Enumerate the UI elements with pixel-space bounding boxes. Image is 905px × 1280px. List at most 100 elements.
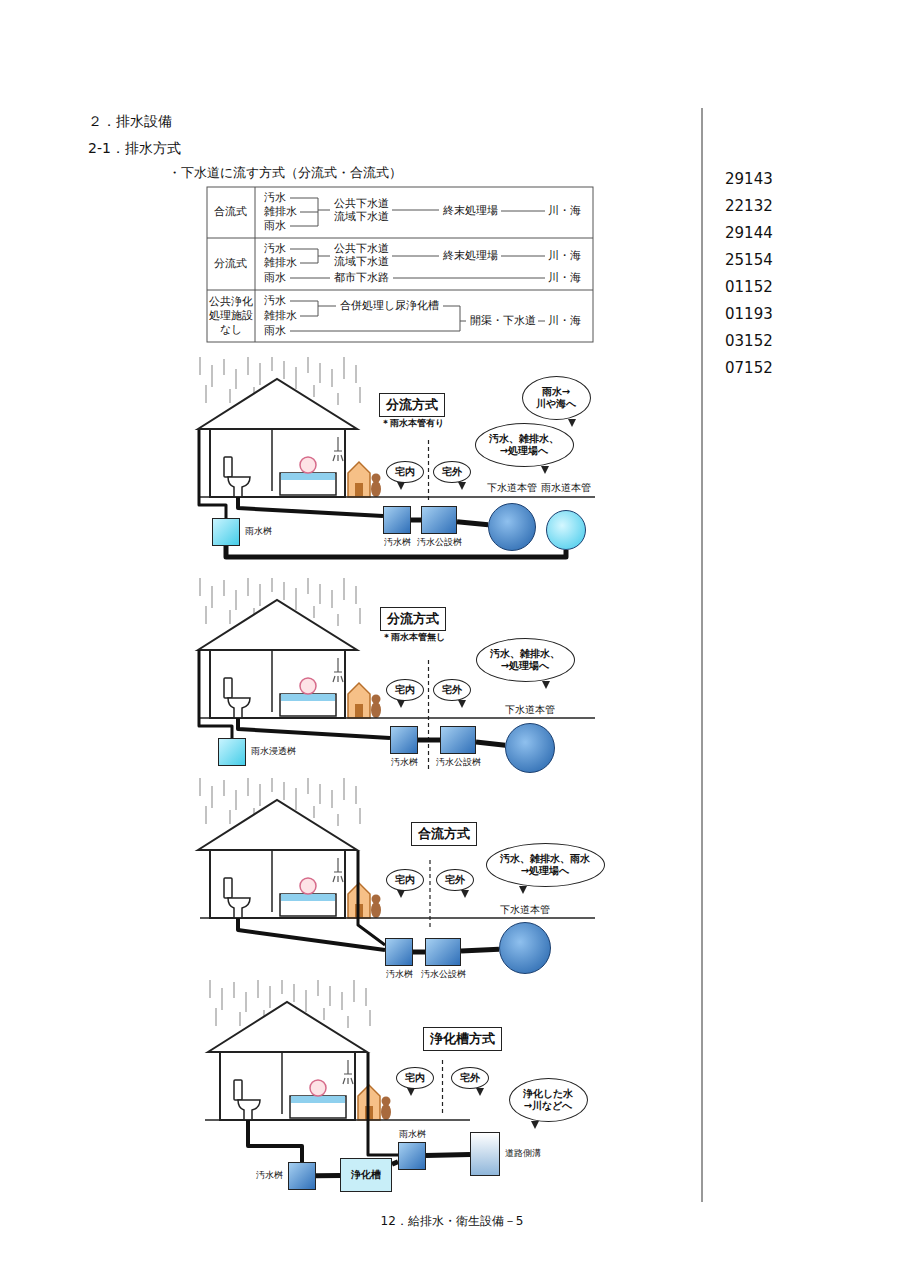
section-heading: 2-1．排水方式 — [88, 140, 181, 157]
drain-pipe — [411, 518, 421, 523]
node-label: 汚水公設桝 — [421, 969, 466, 980]
drain-pit: 雨水桝 — [212, 518, 240, 546]
drain-pipe — [457, 522, 488, 525]
drain-pipe — [238, 718, 390, 738]
house — [198, 357, 381, 497]
reference-number: 29143 — [725, 170, 773, 188]
node-label: 雨水桝 — [399, 1129, 426, 1140]
node-label: 汚水、雑排水、雨水 →処理場へ — [500, 853, 591, 877]
note-text: ＊雨水本管有り — [381, 418, 444, 429]
table-cell: 雨水 — [264, 219, 286, 232]
table-cell: 終末処理場 — [443, 204, 498, 217]
panel-title: 分流方式＊雨水本管有り — [379, 393, 445, 417]
lot-boundary — [429, 860, 430, 930]
drain-pit: 汚水桝 — [390, 726, 418, 754]
speech-bubble: 汚水、雑排水、雨水 →処理場へ — [486, 843, 605, 887]
node-label: 汚水、雑排水、 →処理場へ — [490, 648, 561, 672]
table-cell: 公共下水道 — [334, 197, 389, 210]
drain-pipe — [413, 950, 425, 955]
reference-number: 01152 — [725, 278, 773, 296]
node-label: 宅内 — [405, 1072, 425, 1084]
drain-pipe — [316, 1173, 340, 1178]
node-label: 浄化した水 →川などへ — [523, 1088, 574, 1112]
table-cell: 雑排水 — [264, 256, 297, 269]
node-label: 宅内 — [395, 874, 415, 886]
table-cell: 雑排水 — [264, 205, 297, 218]
node-label: 雨水道本管 — [541, 482, 591, 494]
table-cell: 川・海 — [548, 314, 581, 327]
downspout — [199, 430, 226, 518]
table-grid — [207, 187, 593, 342]
location-bubble: 宅外 — [433, 679, 471, 701]
node-label: 下水道本管 — [487, 482, 537, 494]
node-label: 汚水公設桝 — [436, 757, 481, 768]
reference-number: 22132 — [725, 197, 773, 215]
node-label: 汚水桝 — [384, 537, 411, 548]
ground — [200, 496, 595, 498]
ground — [205, 1119, 470, 1121]
table-cell: 雨水 — [264, 324, 286, 337]
node-label: 汚水桝 — [256, 1170, 283, 1181]
downspout — [368, 1053, 398, 1155]
house — [208, 980, 391, 1120]
node-label: 宅内 — [395, 466, 415, 478]
table-cell: 流域下水道 — [334, 210, 389, 223]
drain-pipe — [426, 1154, 470, 1155]
node-label: 雨水桝 — [245, 526, 272, 537]
reference-number: 01193 — [725, 305, 773, 323]
sewer-main: 下水道本管 — [488, 503, 536, 551]
table-cell: 川・海 — [548, 204, 581, 217]
drain-pit: 雨水浸透桝 — [218, 738, 246, 766]
location-bubble: 宅外 — [451, 1067, 489, 1089]
downspout — [358, 851, 385, 945]
table-cell: 流域下水道 — [334, 255, 389, 268]
node-label: 雨水浸透桝 — [251, 746, 296, 757]
house — [198, 578, 381, 718]
drain-pit: 汚水公設桝 — [440, 726, 476, 754]
reference-number: 29144 — [725, 224, 773, 242]
note-text: ＊雨水本管無し — [382, 632, 445, 643]
page-footer: 12．給排水・衛生設備－5 — [381, 1214, 524, 1228]
table-lines — [207, 187, 593, 342]
drain-pipe — [238, 918, 385, 950]
table-cell: 分流式 — [214, 257, 247, 270]
drain-pit: 汚水桝 — [288, 1162, 316, 1190]
node-label: 下水道本管 — [505, 704, 555, 716]
panel-title: 合流方式 — [411, 822, 477, 846]
drain-pipe — [248, 1120, 302, 1162]
table-cell: 終末処理場 — [443, 249, 498, 262]
table-cell: 雨水 — [264, 271, 286, 284]
node-label: 宅外 — [445, 874, 465, 886]
node-label: 宅外 — [442, 466, 462, 478]
drain-pipe — [418, 738, 440, 743]
drain-pit: 汚水桝 — [383, 506, 411, 534]
sewer-main: 雨水道本管 — [546, 510, 586, 550]
node-label: 浄化槽方式 — [430, 1031, 495, 1047]
table-cell: 汚水 — [264, 191, 286, 204]
node-label: 道路側溝 — [505, 1148, 541, 1159]
septic-tank: 浄化槽 — [340, 1158, 392, 1192]
node-label: 汚水桝 — [391, 757, 418, 768]
ground — [200, 917, 595, 919]
table-cell: 川・海 — [548, 249, 581, 262]
speech-bubble: 雨水→ 川や海へ — [522, 376, 591, 420]
lot-boundary — [428, 440, 429, 500]
table-cell: 都市下水路 — [334, 271, 389, 284]
table-frame — [207, 187, 593, 342]
panel-title: 分流方式＊雨水本管無し — [380, 607, 446, 631]
drain-pit: 汚水公設桝 — [421, 506, 457, 534]
drain-pipe — [461, 949, 499, 951]
house-pipes — [199, 430, 398, 1162]
table-cell: 川・海 — [548, 271, 581, 284]
table-cell: 汚水 — [264, 242, 286, 255]
table-cell: 合併処理し尿浄化槽 — [340, 299, 439, 312]
node-label: 合流方式 — [418, 826, 470, 842]
location-bubble: 宅内 — [386, 869, 424, 891]
node-label: 宅外 — [460, 1072, 480, 1084]
location-bubble: 宅外 — [436, 869, 474, 891]
node-label: 汚水公設桝 — [417, 537, 462, 548]
location-bubble: 宅内 — [386, 679, 424, 701]
node-label: 下水道本管 — [500, 904, 550, 916]
